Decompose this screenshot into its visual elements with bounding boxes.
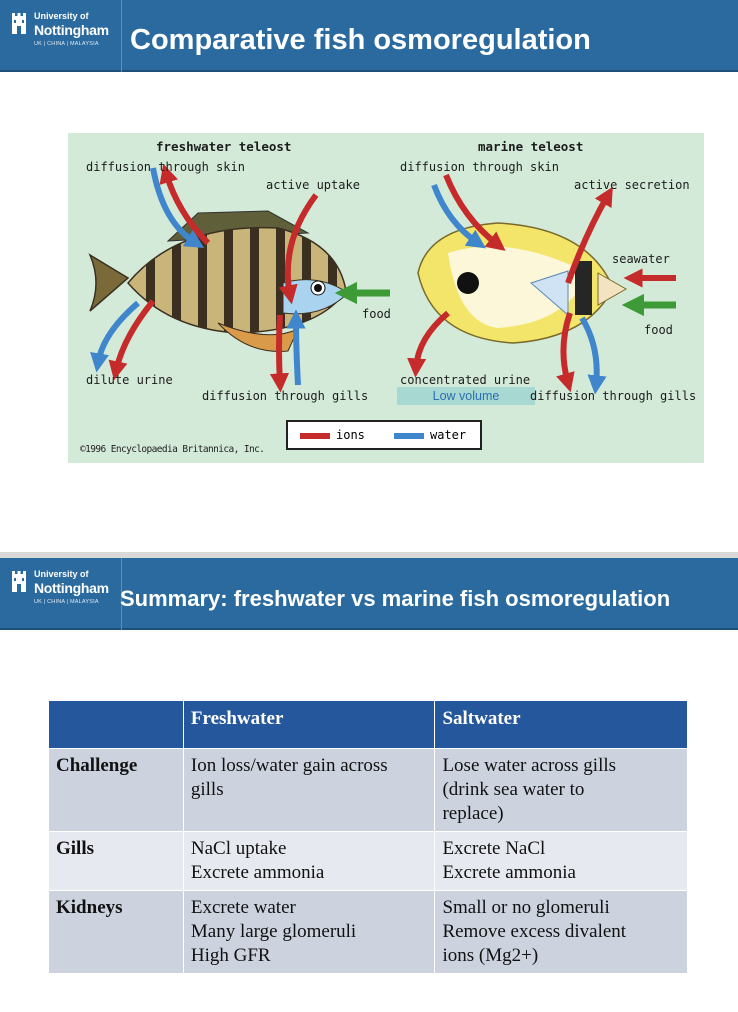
fish-illustration [88, 163, 676, 395]
logo-name-text: Nottingham [34, 22, 109, 38]
slide-2: University of Nottingham UK | CHINA | MA… [0, 558, 738, 1012]
mw-seawater-label: seawater [612, 252, 670, 266]
cell-freshwater: NaCl uptake Excrete ammonia [182, 831, 436, 891]
marine-fish [417, 222, 628, 344]
cell-line: ions (Mg2+) [442, 945, 539, 966]
cell-line: High GFR [190, 945, 271, 966]
logo-campuses-text: UK | CHINA | MALAYSIA [34, 41, 99, 47]
header-empty [48, 700, 184, 749]
header-freshwater: Freshwater [182, 700, 436, 749]
table-row: Gills NaCl uptake Excrete ammonia Excret… [48, 831, 688, 891]
logo-university-text: University of [34, 11, 89, 21]
slide-title: Comparative fish osmoregulation [130, 24, 591, 56]
university-logo: University of Nottingham UK | CHINA | MA… [0, 558, 122, 630]
cell-freshwater: Ion loss/water gain across gills [182, 748, 436, 832]
cell-saltwater: Small or no glomeruli Remove excess diva… [434, 890, 688, 974]
cell-line: Excrete ammonia [190, 862, 325, 883]
water-swatch [394, 433, 424, 439]
mw-food-label: food [644, 323, 673, 337]
legend-ions-label: ions [336, 428, 365, 442]
cell-line: gills [190, 779, 224, 800]
fw-gills-label: diffusion through gills [202, 389, 369, 403]
cell-line: Excrete NaCl [442, 838, 546, 859]
slide-header: University of Nottingham UK | CHINA | MA… [0, 558, 738, 630]
slide-1: University of Nottingham UK | CHINA | MA… [0, 0, 738, 552]
ions-swatch [300, 433, 330, 439]
mw-secretion-label: active secretion [574, 178, 690, 192]
row-label-gills: Gills [48, 831, 184, 891]
fw-urine-label: dilute urine [86, 373, 173, 387]
copyright-text: ©1996 Encyclopaedia Britannica, Inc. [80, 444, 265, 455]
cell-line: Many large glomeruli [190, 921, 357, 942]
row-label-challenge: Challenge [48, 748, 184, 832]
slide-header: University of Nottingham UK | CHINA | MA… [0, 0, 738, 72]
castle-crest-icon [12, 571, 26, 592]
logo-university-text: University of [34, 569, 89, 579]
cell-saltwater: Excrete NaCl Excrete ammonia [434, 831, 688, 891]
table-header-row: Freshwater Saltwater [48, 700, 688, 749]
fw-uptake-label: active uptake [266, 178, 360, 192]
cell-saltwater: Lose water across gills (drink sea water… [434, 748, 688, 832]
cell-line: replace) [442, 803, 504, 824]
fw-skin-label: diffusion through skin [86, 160, 245, 174]
cell-line: Lose water across gills [442, 755, 617, 776]
cell-line: Excrete water [190, 897, 296, 918]
table-row: Kidneys Excrete water Many large glomeru… [48, 890, 688, 974]
osmoregulation-diagram: freshwater teleost marine teleost diffus… [68, 133, 704, 463]
cell-line: Excrete ammonia [442, 862, 576, 883]
table-row: Challenge Ion loss/water gain across gil… [48, 748, 688, 832]
mw-urine-label: concentrated urine [400, 373, 531, 387]
cell-line: NaCl uptake [190, 838, 287, 859]
low-volume-label: Low volume [397, 387, 535, 405]
slide-title: Summary: freshwater vs marine fish osmor… [120, 586, 671, 611]
university-logo: University of Nottingham UK | CHINA | MA… [0, 0, 122, 72]
castle-crest-icon [12, 13, 26, 34]
freshwater-fish [88, 210, 349, 352]
cell-line: (drink sea water to [442, 779, 585, 800]
logo-name-text: Nottingham [34, 580, 109, 596]
mw-gills-label: diffusion through gills [530, 389, 697, 403]
cell-line: Remove excess divalent [442, 921, 627, 942]
freshwater-title: freshwater teleost [156, 139, 292, 154]
row-label-kidneys: Kidneys [48, 890, 184, 974]
legend-water-label: water [430, 428, 467, 442]
cell-line: Ion loss/water gain across [190, 755, 388, 776]
header-saltwater: Saltwater [434, 700, 688, 749]
logo-campuses-text: UK | CHINA | MALAYSIA [34, 599, 99, 605]
fw-food-label: food [362, 307, 391, 321]
mw-skin-label: diffusion through skin [400, 160, 559, 174]
diagram-legend: ions water [286, 420, 482, 450]
marine-title: marine teleost [478, 139, 584, 154]
cell-freshwater: Excrete water Many large glomeruli High … [182, 890, 436, 974]
cell-line: Small or no glomeruli [442, 897, 610, 918]
summary-table: Freshwater Saltwater Challenge Ion loss/… [48, 700, 688, 974]
